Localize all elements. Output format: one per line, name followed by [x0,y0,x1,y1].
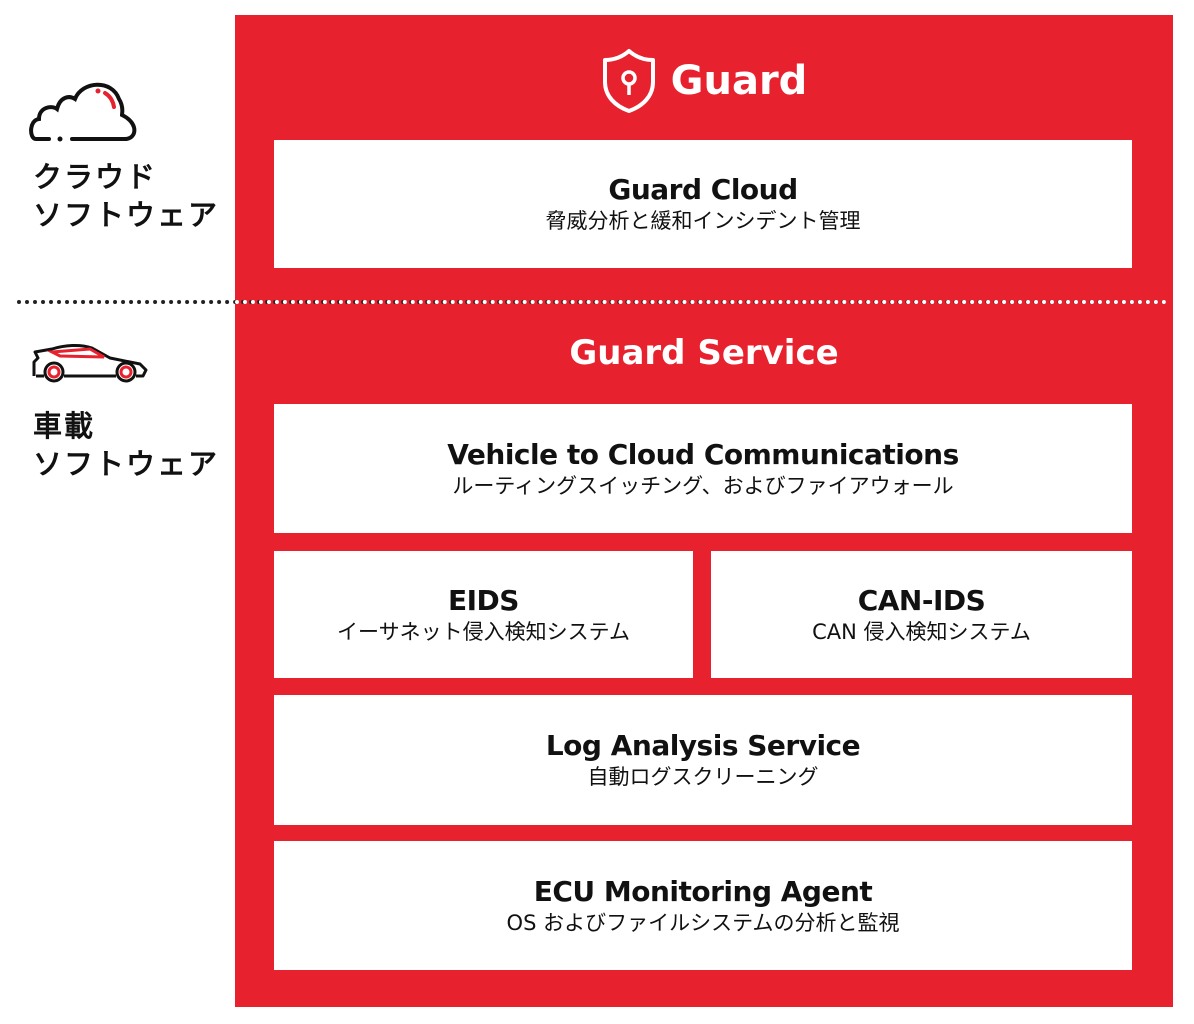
box-title: Log Analysis Service [545,729,861,762]
guard-header: Guard [235,48,1173,114]
box-title: ECU Monitoring Agent [533,874,873,908]
box-title: EIDS [448,583,519,617]
guard-title: Guard [670,58,808,104]
guard-cloud-box: Guard Cloud 脅威分析と緩和インシデント管理 [274,140,1132,268]
box-subtitle: 脅威分析と緩和インシデント管理 [545,209,861,233]
eids-box: EIDS イーサネット侵入検知システム [274,551,693,678]
ecu-monitoring-box: ECU Monitoring Agent OS およびファイルシステムの分析と監… [274,841,1132,970]
cloud-icon [29,82,137,142]
label-line: 車載 [33,409,96,443]
log-analysis-box: Log Analysis Service 自動ログスクリーニング [274,695,1132,825]
label-line: ソフトウェア [33,447,220,481]
label-line: クラウド [33,160,158,194]
box-subtitle: CAN 侵入検知システム [812,619,1031,644]
box-title: Guard Cloud [608,173,798,206]
guard-service-title: Guard Service [569,333,839,373]
box-subtitle: ルーティングスイッチング、およびファイアウォール [452,473,954,498]
box-subtitle: OS およびファイルシステムの分析と監視 [506,910,900,935]
box-subtitle: イーサネット侵入検知システム [337,619,630,644]
box-title: CAN-IDS [857,583,986,617]
label-line: ソフトウェア [33,198,220,232]
car-icon [32,344,148,383]
vehicle-software-label: 車載 ソフトウェア [33,407,219,483]
box-title: Vehicle to Cloud Communications [447,437,959,471]
can-ids-box: CAN-IDS CAN 侵入検知システム [711,551,1132,678]
v2c-box: Vehicle to Cloud Communications ルーティングスイ… [274,404,1132,533]
divider-dotted-line-panel [235,300,1167,304]
box-subtitle: 自動ログスクリーニング [587,765,819,789]
shield-keyhole-icon [602,49,655,113]
cloud-software-label: クラウド ソフトウェア [33,158,219,234]
